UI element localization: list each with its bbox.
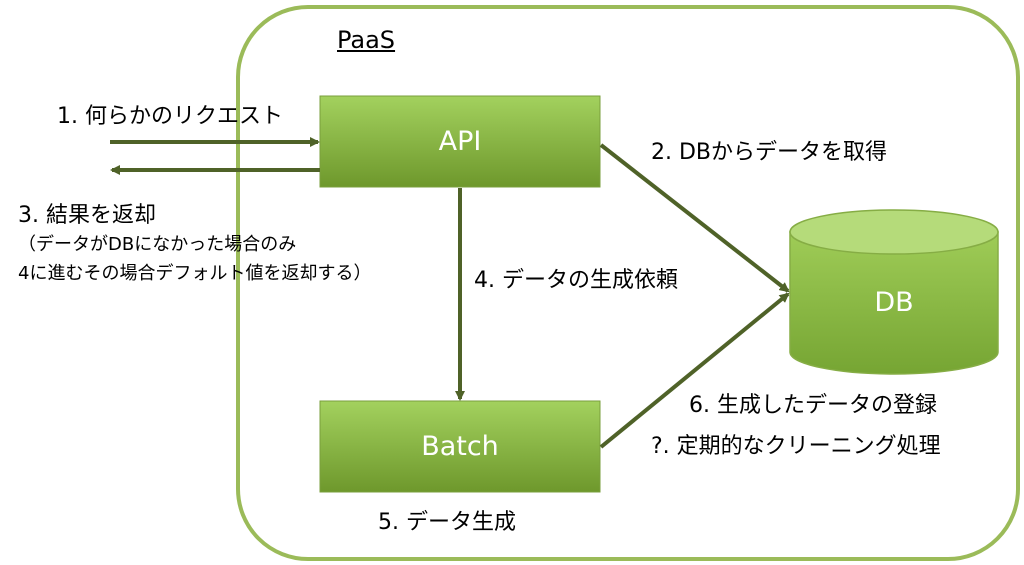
fetch-arrow: [599, 143, 790, 293]
paas-container: [236, 5, 1020, 561]
step3-label: 3. 結果を返却: [18, 203, 156, 228]
paas-title: PaaS: [337, 26, 396, 54]
api-box[interactable]: [319, 95, 601, 188]
step6-label: 6. 生成したデータの登録: [689, 393, 937, 418]
step4-label: 4. データの生成依頼: [474, 268, 678, 293]
step3-note-line2: 4に進むその場合デフォルト値を返却する）: [18, 263, 372, 284]
periodic-cleaning-label: ?. 定期的なクリーニング処理: [651, 434, 941, 459]
db-cylinder[interactable]: [789, 209, 999, 375]
api-label: API: [438, 126, 482, 157]
batch-label: Batch: [421, 431, 499, 462]
step5-label: 5. データ生成: [378, 510, 516, 535]
step2-label: 2. DBからデータを取得: [651, 140, 888, 165]
step3-note-line1: （データがDBになかった場合のみ: [18, 234, 297, 255]
batch-box[interactable]: [319, 400, 601, 493]
step1-label: 1. 何らかのリクエスト: [57, 104, 283, 129]
db-label: DB: [874, 286, 914, 318]
register-arrow: [599, 292, 790, 449]
